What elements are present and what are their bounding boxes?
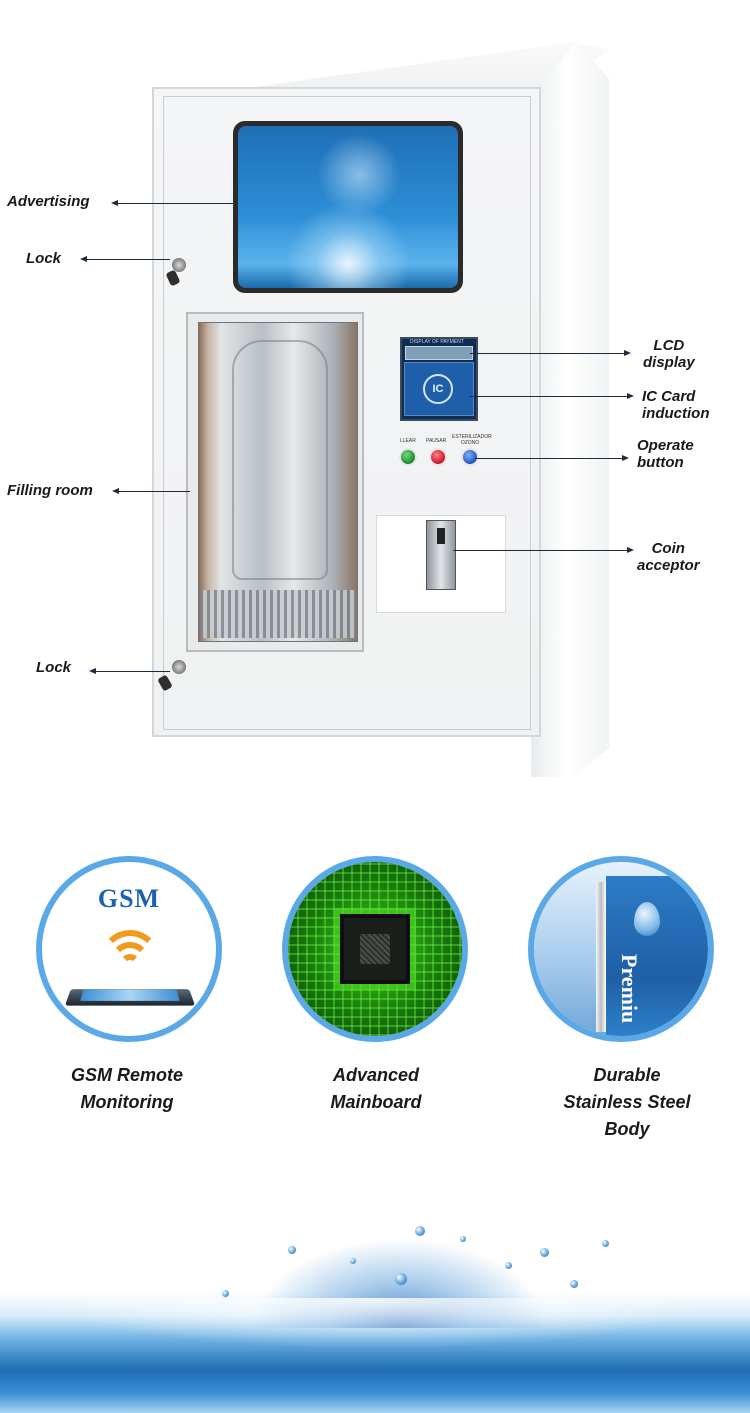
callout-lcd-line2: display — [643, 354, 695, 371]
water-drop-icon — [222, 1290, 229, 1297]
callout-coin-line1: Coin — [651, 540, 685, 557]
pause-button[interactable] — [429, 448, 447, 466]
callout-lcd: LCD display — [643, 337, 695, 371]
feature-mainboard-label: Advanced Mainboard — [266, 1062, 486, 1116]
leader-lcd — [470, 350, 631, 356]
start-button[interactable] — [399, 448, 417, 466]
water-drop-icon — [540, 1248, 549, 1257]
feature-gsm-circle: GSM — [36, 856, 222, 1042]
ozone-button[interactable] — [461, 448, 479, 466]
ic-card-logo-icon: IC — [423, 374, 453, 404]
machine-side-face — [531, 42, 609, 777]
leader-advertising — [111, 200, 235, 206]
gsm-badge: GSM — [97, 884, 161, 913]
feature-steel-circle: Premiu — [528, 856, 714, 1042]
leader-operate-button — [475, 455, 629, 461]
feature-gsm-line1: GSM Remote — [70, 1065, 184, 1085]
steel-panel-text: Premiu — [617, 954, 642, 1024]
button-label-ozone: ESTERILIZADOR OZONO — [452, 434, 492, 446]
water-splash-banner — [0, 1218, 750, 1413]
callout-lock-bottom: Lock — [36, 659, 72, 676]
door-inner-frame — [163, 96, 531, 730]
callout-operate-button: Operate button — [637, 437, 694, 471]
feature-gsm-line2: Monitoring — [80, 1092, 174, 1112]
callout-lock-top: Lock — [26, 250, 62, 267]
callout-advertising: Advertising — [7, 193, 90, 210]
feature-mainboard-line2: Mainboard — [330, 1092, 422, 1112]
feature-steel-label: Durable Stainless Steel Body — [517, 1062, 737, 1143]
advertising-image — [238, 126, 458, 288]
callout-operate-line1: Operate — [637, 437, 694, 454]
callout-lcd-line1: LCD — [653, 337, 685, 354]
water-drop-icon — [570, 1280, 578, 1288]
water-drop-icon — [602, 1240, 609, 1247]
bottle-outline-icon — [232, 340, 328, 580]
water-drop-icon — [634, 902, 660, 936]
lcd-display — [405, 346, 473, 360]
water-drop-icon — [288, 1246, 296, 1254]
steel-edge — [596, 882, 606, 1032]
water-drop-icon — [415, 1226, 425, 1236]
leader-filling-room — [112, 488, 190, 494]
feature-gsm-label: GSM Remote Monitoring — [17, 1062, 237, 1116]
feature-steel-line1: Durable — [593, 1065, 661, 1085]
coin-slot[interactable] — [437, 528, 445, 544]
callout-operate-line2: button — [637, 454, 684, 471]
callout-ic-line1: IC Card — [642, 388, 696, 405]
water-drop-icon — [395, 1273, 407, 1285]
callout-ic-line2: induction — [642, 405, 710, 422]
feature-steel-line2: Stainless Steel — [563, 1092, 691, 1112]
splash-wave — [0, 1298, 750, 1358]
water-drop-icon — [350, 1258, 356, 1264]
bottom-lock-icon[interactable] — [172, 660, 186, 674]
callout-coin-line2: acceptor — [637, 557, 700, 574]
callout-filling-room: Filling room — [7, 482, 93, 499]
water-drop-icon — [460, 1236, 466, 1242]
callout-ic-card: IC Card induction — [642, 388, 710, 422]
feature-steel-line3: Body — [604, 1119, 650, 1139]
feature-mainboard-line1: Advanced — [332, 1065, 420, 1085]
filling-room — [198, 322, 358, 642]
lcd-caption: DISPLAY OF PAYMENT — [410, 339, 464, 345]
leader-lock-top — [80, 256, 170, 262]
steel-body-icon — [606, 876, 708, 1036]
water-drop-icon — [505, 1262, 512, 1269]
leader-ic-card — [470, 393, 634, 399]
button-label-pause: PAUSAR — [426, 438, 447, 444]
feature-mainboard-circle — [282, 856, 468, 1042]
callout-coin-acceptor: Coin acceptor — [637, 540, 700, 574]
leader-coin-acceptor — [453, 547, 634, 553]
advertising-screen — [233, 121, 463, 293]
chip-core — [360, 934, 390, 964]
button-label-start: LLEAR — [400, 438, 416, 444]
top-lock-icon[interactable] — [172, 258, 186, 272]
leader-lock-bottom — [89, 668, 170, 674]
tablet-screen — [80, 989, 180, 1001]
drip-grate — [200, 590, 356, 638]
